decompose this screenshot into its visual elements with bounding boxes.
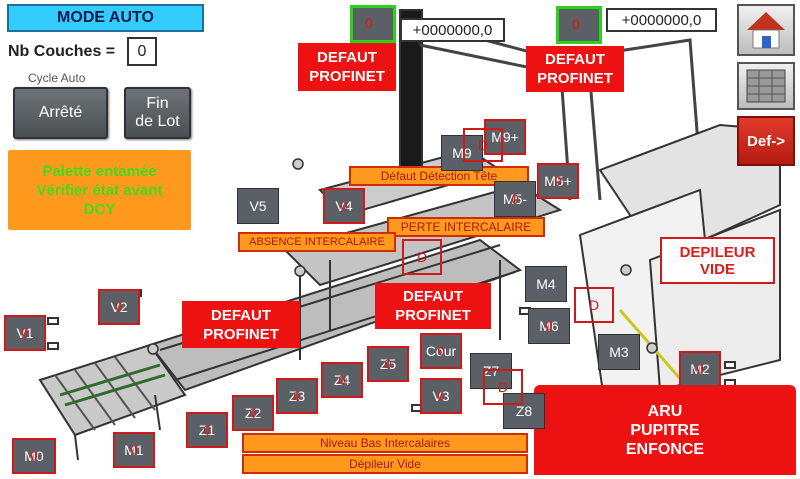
zone-z7[interactable]: Z7 [470,353,512,389]
grid-icon [746,69,786,103]
zone-m4[interactable]: M4 [525,266,567,302]
zone-m9-plus[interactable]: M9+ [484,119,526,155]
pallet-warning: Palette entamée Vérifier état avant DCY [8,150,191,230]
zone-m9[interactable]: M9 [441,135,483,171]
interleaf-absence-fault: ABSENCE INTERCALAIRE [238,232,396,252]
zone-m5-minus[interactable]: M5-0 [494,181,536,217]
cycle-label: Cycle Auto [28,71,86,85]
profinet-fault-center: DEFAUT PROFINET [375,283,491,329]
zone-z8[interactable]: Z8 [503,393,545,429]
emergency-stop-alert: ARU PUPITRE ENFONCE [534,385,796,475]
detector-marker-z7: D [483,369,523,405]
gantry-left-status [350,5,396,43]
layers-count[interactable]: 0 [127,37,157,66]
counter-right: +0000000,0 [606,8,717,32]
profinet-fault-conveyor: DEFAUT PROFINET [182,301,300,348]
zone-v5[interactable]: V5 [237,188,279,224]
gantry-left-overlay: 0 [365,15,373,31]
profinet-fault-gantry-left: DEFAUT PROFINET [298,43,396,91]
head-detection-fault: Défaut Détection Tête [349,166,529,186]
profinet-fault-gantry-right: DEFAUT PROFINET [526,46,624,92]
stop-button[interactable]: Arrêté [13,87,108,139]
layers-label: Nb Couches = [8,43,116,60]
counter-left: +0000000,0 [400,18,505,42]
end-of-lot-button[interactable]: Fin de Lot [124,87,191,139]
detector-marker-right: D [574,287,614,323]
depiler-empty-alert: DEPILEUR VIDE [660,237,775,284]
gantry-right-overlay: 0 [572,16,580,32]
grid-view-button[interactable] [737,62,795,110]
depiler-empty-bar: Dépileur Vide [242,454,528,474]
detector-marker-m9: D [463,128,503,162]
home-button[interactable] [737,4,795,56]
zone-m3[interactable]: M3 [598,334,640,370]
interleaf-loss-fault: PERTE INTERCALAIRE [387,217,545,237]
detector-marker-center: D [402,239,442,275]
mode-indicator: MODE AUTO [7,4,204,32]
def-button[interactable]: Def-> [737,116,795,166]
low-interleaf-bar: Niveau Bas Intercalaires [242,433,528,453]
home-icon [747,12,785,49]
gantry-right-status [556,6,602,44]
zone-m5-plus[interactable]: M5+0 [537,163,579,199]
